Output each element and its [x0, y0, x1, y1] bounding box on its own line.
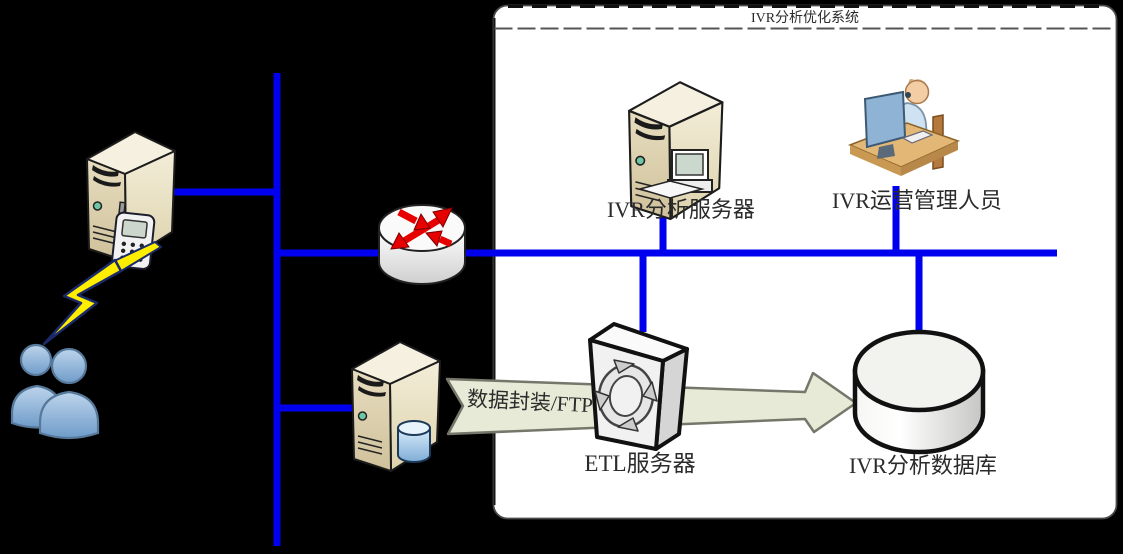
database-label: IVR分析数据库 — [849, 453, 997, 478]
operator-head — [904, 79, 930, 105]
callers-people-icon — [10, 343, 100, 440]
desktop-pc-icon — [637, 149, 713, 199]
operator-desk-icon — [848, 79, 961, 176]
ivr-analysis-server-icon — [628, 81, 724, 221]
system-box-title: IVR分析优化系统 — [751, 10, 859, 26]
small-database-icon — [397, 420, 431, 463]
collector-server-icon — [351, 341, 441, 472]
etl-switch-icon — [588, 322, 689, 451]
monitor-back — [863, 90, 907, 149]
keyboard — [901, 130, 934, 144]
operator-label: IVR运营管理人员 — [832, 188, 1002, 213]
ivr-server-label: IVR分析服务器 — [607, 197, 755, 222]
headset-icon — [905, 92, 911, 98]
router-arrows — [390, 207, 453, 250]
router-icon — [378, 204, 466, 285]
labels: IVR分析优化系统 IVR分析服务器 IVR运营管理人员 ETL服务器 IVR分… — [466, 10, 1002, 478]
system-box-rect — [492, 4, 1118, 520]
monitor-stand — [877, 144, 895, 159]
etl-cycle-emblem — [594, 359, 658, 432]
lightning-bolt-icon — [42, 241, 162, 346]
etl-server-label: ETL服务器 — [584, 451, 695, 476]
desk-side — [901, 141, 958, 176]
system-boundary-box — [492, 4, 1118, 520]
database-cylinder-icon — [852, 329, 986, 455]
desk-front — [850, 145, 901, 176]
